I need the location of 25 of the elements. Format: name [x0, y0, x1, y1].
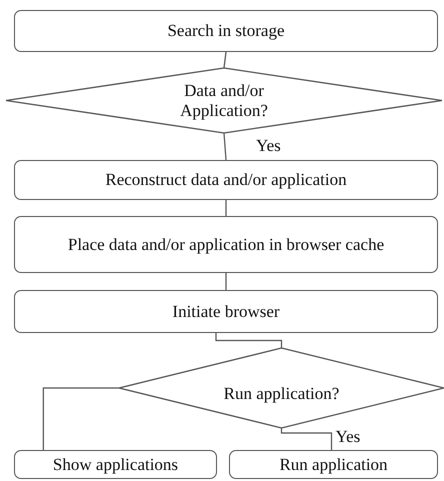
process-box — [229, 450, 438, 479]
process-box — [14, 290, 438, 333]
edge-label: Yes — [254, 137, 283, 154]
edge-label: Yes — [334, 428, 362, 445]
decision-diamond — [119, 348, 444, 428]
process-box — [14, 450, 217, 479]
process-box — [14, 10, 438, 52]
connector-line — [223, 52, 227, 68]
connector-line — [42, 387, 119, 450]
step-text: Search in storage — [167, 21, 285, 41]
step-text: Reconstruct data and/or application — [105, 170, 347, 190]
step-text: Run application? — [224, 384, 340, 404]
step-text: Place data and/or application in browser cache — [68, 234, 384, 254]
process-box — [14, 216, 438, 273]
decision-diamond — [6, 68, 442, 133]
step-text: Run application — [279, 454, 388, 474]
step-text: Initiate browser — [172, 302, 280, 322]
connector-line — [215, 333, 282, 348]
connector-line — [223, 132, 227, 160]
process-box — [14, 160, 438, 200]
connector-line — [225, 273, 227, 290]
connector-line — [280, 428, 332, 450]
step-text: Data and/or Application? — [179, 80, 269, 120]
connector-line — [225, 200, 227, 216]
step-text: Show applications — [52, 454, 178, 474]
